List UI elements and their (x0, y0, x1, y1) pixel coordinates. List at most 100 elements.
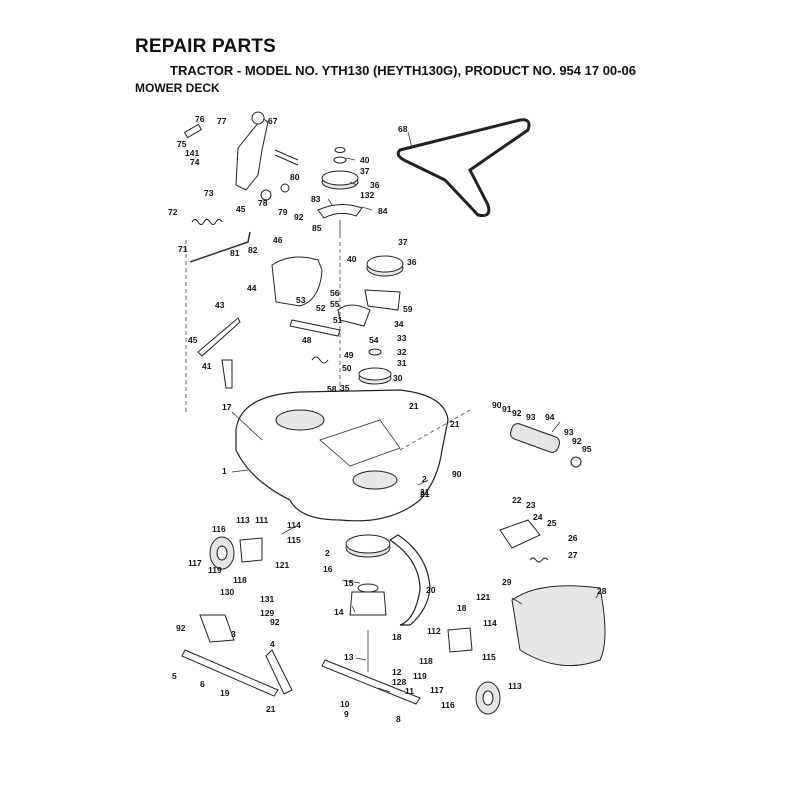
callout: 111 (255, 515, 269, 525)
callout: 68 (398, 124, 408, 134)
callout: 121 (275, 560, 289, 570)
callout: 48 (302, 335, 312, 345)
callout: 11 (405, 686, 414, 696)
callout: 115 (482, 652, 496, 662)
callout: 112 (427, 626, 441, 636)
callout: 92 (294, 212, 304, 222)
belt-shield (271, 256, 323, 307)
callout: 22 (512, 495, 522, 505)
callout: 76 (195, 114, 205, 124)
callout: 30 (393, 373, 403, 383)
callout: 53 (296, 295, 306, 305)
callout: 114 (287, 520, 301, 530)
callout: 1 (222, 466, 227, 476)
callout: 78 (258, 198, 268, 208)
callout: 9 (344, 709, 349, 719)
callout: 59 (403, 304, 413, 314)
callout: 2 (325, 548, 330, 558)
idler-bracket (364, 289, 401, 311)
callout: 51 (333, 315, 343, 325)
mower-blade (321, 659, 421, 705)
belt-guide (388, 534, 431, 626)
callout: 141 (185, 148, 199, 158)
callout: 34 (394, 319, 404, 329)
callout: 77 (217, 116, 227, 126)
callout-labels: 76 77 67 75 141 74 73 78 79 80 92 68 40 … (168, 114, 607, 724)
callout: 45 (236, 204, 246, 214)
callout: 80 (290, 172, 300, 182)
callout: 119 (208, 565, 222, 575)
callout: 14 (334, 607, 344, 617)
callout: 29 (502, 577, 512, 587)
callout: 36 (407, 257, 417, 267)
callout: 93 (564, 427, 574, 437)
callout: 116 (212, 524, 226, 534)
callout: 2 (422, 474, 427, 484)
anti-scalp-roller (509, 423, 561, 453)
drive-belt (396, 118, 531, 217)
callout: 52 (316, 303, 326, 313)
callout: 27 (568, 550, 578, 560)
callout: 37 (398, 237, 408, 247)
callout: 4 (270, 639, 275, 649)
callout: 21 (420, 487, 430, 497)
callout: 94 (545, 412, 555, 422)
callout: 113 (236, 515, 250, 525)
callout: 15 (344, 578, 354, 588)
callout: 28 (597, 586, 607, 596)
callout: 113 (508, 681, 522, 691)
idler-pulley-stack (317, 147, 363, 238)
callout: 33 (397, 333, 407, 343)
callout: 74 (190, 157, 200, 167)
callout: 91 (502, 404, 512, 414)
callout: 17 (222, 402, 232, 412)
callout: 18 (457, 603, 467, 613)
callout: 72 (168, 207, 178, 217)
callout: 41 (202, 361, 212, 371)
callout: 32 (397, 347, 407, 357)
callout: 16 (323, 564, 333, 574)
callout: 13 (344, 652, 354, 662)
callout: 92 (176, 623, 186, 633)
lift-handle-assembly (183, 111, 299, 201)
callout: 92 (572, 436, 582, 446)
page-title: REPAIR PARTS (135, 36, 277, 57)
callout: 118 (233, 575, 247, 585)
callout: 56 (330, 288, 340, 298)
callout: 43 (215, 300, 225, 310)
parts-drawing (181, 111, 606, 715)
callout: 18 (392, 632, 402, 642)
callout: 24 (533, 512, 543, 522)
callout: 85 (312, 223, 322, 233)
callout: 130 (220, 587, 234, 597)
leader-lines (231, 131, 601, 693)
front-link-bar (181, 649, 279, 697)
callout: 12 (392, 667, 402, 677)
callout: 46 (273, 235, 283, 245)
callout: 25 (547, 518, 557, 528)
callout: 114 (483, 618, 497, 628)
callout: 54 (369, 335, 379, 345)
callout: 50 (342, 363, 352, 373)
callout: 81 (230, 248, 240, 258)
callout: 20 (426, 585, 436, 595)
callout: 92 (512, 408, 522, 418)
callout: 37 (360, 166, 370, 176)
callout: 117 (430, 685, 444, 695)
callout: 35 (340, 383, 350, 393)
callout: 45 (188, 335, 198, 345)
callout: 118 (419, 656, 433, 666)
callout: 3 (231, 629, 236, 639)
callout: 36 (370, 180, 380, 190)
callout: 116 (441, 700, 455, 710)
callout: 8 (396, 714, 401, 724)
callout: 79 (278, 207, 288, 217)
callout: 73 (204, 188, 214, 198)
callout: 55 (330, 299, 340, 309)
callout: 92 (270, 617, 280, 627)
callout: 26 (568, 533, 578, 543)
callout: 44 (247, 283, 257, 293)
callout: 21 (409, 401, 419, 411)
callout: 119 (413, 671, 427, 681)
